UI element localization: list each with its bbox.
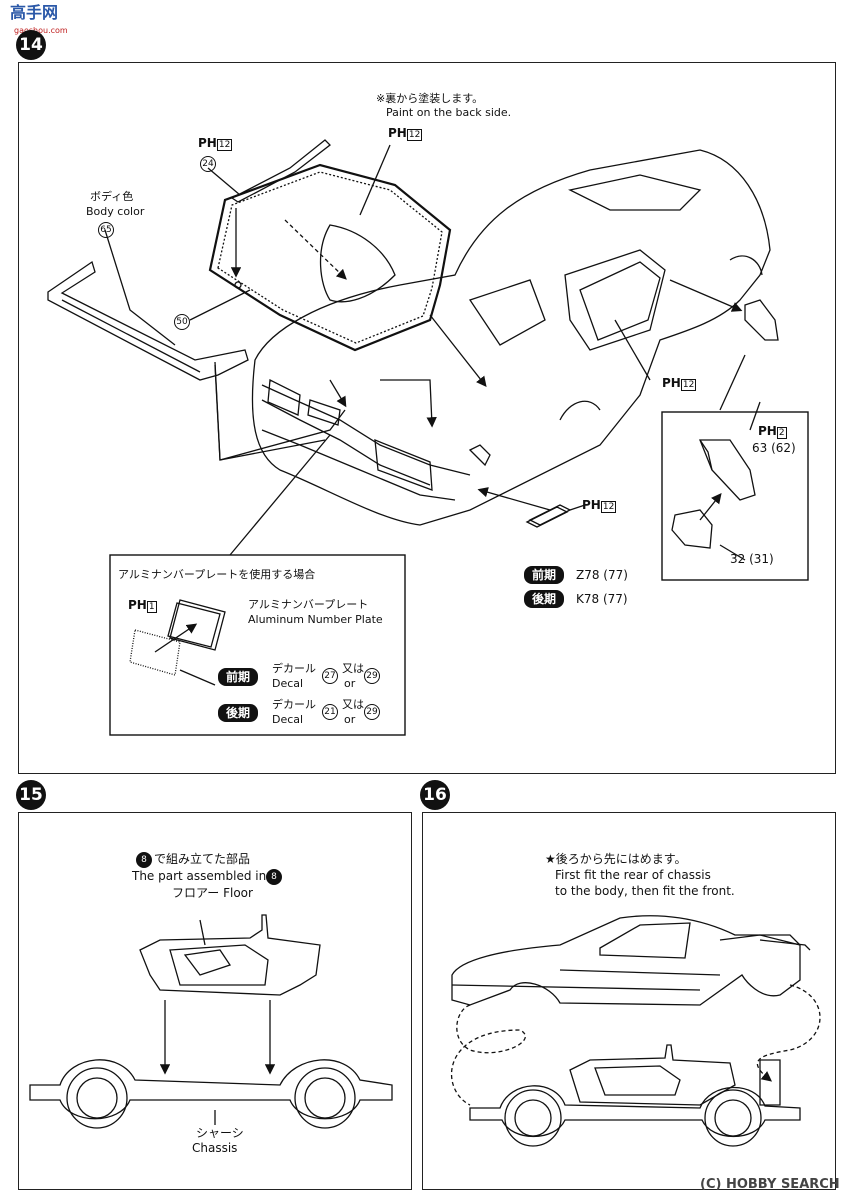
plate-late-or-en: or xyxy=(344,713,356,726)
part-65: 65 xyxy=(98,222,114,238)
late-badge: 後期 xyxy=(524,590,565,608)
plate-late-badge: 後期 xyxy=(218,704,259,722)
part-50: 50 xyxy=(174,314,190,330)
plate-late-b: 29 xyxy=(364,704,380,720)
plate-early-or-jp: 又は xyxy=(342,662,364,675)
plate-early-b: 29 xyxy=(364,668,380,684)
step16-note-en1: First fit the rear of chassis xyxy=(555,868,711,882)
watermark-logo: 高手网 xyxy=(10,3,59,22)
late-parts: K78 (77) xyxy=(576,592,628,606)
plate-name-jp: アルミナンバープレート xyxy=(248,598,369,611)
plate-box-title: アルミナンバープレートを使用する場合 xyxy=(118,568,316,581)
chassis-jp: シャーシ xyxy=(196,1126,244,1140)
step-16-number: 16 xyxy=(420,780,450,810)
early-parts: Z78 (77) xyxy=(576,568,628,582)
step-14-number: 14 xyxy=(16,30,46,60)
step16-note-jp: ★後ろから先にはめます。 xyxy=(545,852,687,866)
body-color-jp: ボディ色 xyxy=(90,190,134,203)
watermark-url: gaoshou.com xyxy=(14,26,68,35)
plate-early-decal-jp: デカール xyxy=(272,662,316,675)
part-24: 24 xyxy=(200,156,216,172)
step-16-panel xyxy=(422,812,836,1190)
plate-late-a: 21 xyxy=(322,704,338,720)
step15-note-en: The part assembled in xyxy=(132,869,267,883)
mirror-parts: 63 (62) xyxy=(752,441,796,455)
plate-early-or-en: or xyxy=(344,677,356,690)
early-badge: 前期 xyxy=(524,566,565,584)
step15-note-jp: で組み立てた部品 xyxy=(154,852,251,866)
body-color-en: Body color xyxy=(86,205,145,218)
plate-early-badge: 前期 xyxy=(218,668,259,686)
lens-parts: 32 (31) xyxy=(730,552,774,566)
plate-late-decal-en: Decal xyxy=(272,713,304,726)
plate-name-en: Aluminum Number Plate xyxy=(248,613,383,626)
chassis-en: Chassis xyxy=(192,1141,238,1155)
plate-late-or-jp: 又は xyxy=(342,698,364,711)
step15-ref-8a: 8 xyxy=(136,852,152,868)
back-side-note-en: Paint on the back side. xyxy=(386,106,512,119)
step-15-panel xyxy=(18,812,412,1190)
plate-early-decal-en: Decal xyxy=(272,677,304,690)
back-side-note-jp: ※裏から塗装します。 xyxy=(376,92,484,105)
floor-label: フロアー Floor xyxy=(172,886,253,900)
step15-ref-8b: 8 xyxy=(266,869,282,885)
plate-late-decal-jp: デカール xyxy=(272,698,316,711)
plate-early-a: 27 xyxy=(322,668,338,684)
footer-brand: (C) HOBBY SEARCH xyxy=(700,1177,840,1192)
step-15-number: 15 xyxy=(16,780,46,810)
step16-note-en2: to the body, then fit the front. xyxy=(555,884,735,898)
